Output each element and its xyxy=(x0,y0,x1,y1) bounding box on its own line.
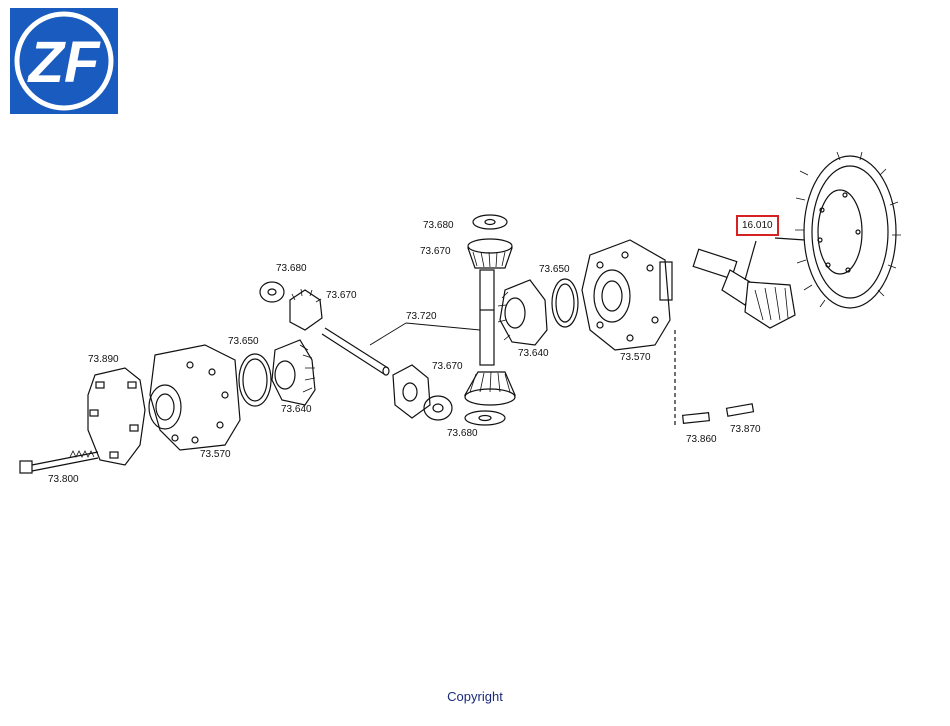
leader-16010-pinion xyxy=(744,240,757,281)
label-73680-left[interactable]: 73.680 xyxy=(276,263,307,274)
label-73570-right[interactable]: 73.570 xyxy=(620,352,651,363)
thrust-washer-73680-top[interactable] xyxy=(472,214,508,230)
side-gear-73640-right[interactable] xyxy=(497,279,548,346)
logo-lettering: ZF xyxy=(27,30,101,95)
cross-shaft-73720[interactable] xyxy=(321,327,390,376)
label-73650-left[interactable]: 73.650 xyxy=(228,336,259,347)
pinion-gear-73670-bottom[interactable] xyxy=(463,371,516,406)
label-73670-left[interactable]: 73.670 xyxy=(326,290,357,301)
diff-housing-73570-left[interactable] xyxy=(148,344,241,451)
pinion-gear-73670-left[interactable] xyxy=(289,288,323,331)
zf-logo-mark: ZF xyxy=(14,11,114,111)
dowel-pin-73870[interactable] xyxy=(725,403,755,417)
label-73870[interactable]: 73.870 xyxy=(730,424,761,435)
label-73640-right[interactable]: 73.640 xyxy=(518,348,549,359)
thrust-washer-73680-left[interactable] xyxy=(259,281,285,303)
thrust-washer-73680-bottom[interactable] xyxy=(464,410,506,426)
snap-ring-73650-left[interactable] xyxy=(238,353,272,407)
label-16010-highlighted[interactable]: 16.010 xyxy=(736,215,779,236)
label-73680-top[interactable]: 73.680 xyxy=(423,220,454,231)
label-73670-top[interactable]: 73.670 xyxy=(420,246,451,257)
label-73860[interactable]: 73.860 xyxy=(686,434,717,445)
label-73890[interactable]: 73.890 xyxy=(88,354,119,365)
pinion-gear-73670-center[interactable] xyxy=(392,364,431,419)
diff-housing-73570-right[interactable] xyxy=(581,239,673,351)
copyright-link[interactable]: Copyright xyxy=(447,689,503,704)
pinion-gear-73670-top[interactable] xyxy=(467,238,513,269)
dowel-pin-73860[interactable] xyxy=(681,412,711,424)
drive-pinion-16010[interactable] xyxy=(692,248,796,329)
zf-logo: ZF xyxy=(10,8,118,114)
bolt-73800[interactable] xyxy=(19,450,99,474)
label-73570-left[interactable]: 73.570 xyxy=(200,449,231,460)
cross-shaft-73720-vertical[interactable] xyxy=(479,269,495,366)
label-73680-bottom[interactable]: 73.680 xyxy=(447,428,478,439)
label-73720[interactable]: 73.720 xyxy=(406,311,437,322)
thrust-washer-73680-center[interactable] xyxy=(423,395,453,421)
label-73640-left[interactable]: 73.640 xyxy=(281,404,312,415)
leader-16010-ring xyxy=(774,237,806,241)
side-gear-73640-left[interactable] xyxy=(271,339,316,406)
label-73800[interactable]: 73.800 xyxy=(48,474,79,485)
label-73670-center[interactable]: 73.670 xyxy=(432,361,463,372)
snap-ring-73650-right[interactable] xyxy=(551,278,579,328)
label-73650-right[interactable]: 73.650 xyxy=(539,264,570,275)
lock-plate-73890[interactable] xyxy=(87,367,146,466)
crown-ring-gear-16010[interactable] xyxy=(795,151,901,309)
